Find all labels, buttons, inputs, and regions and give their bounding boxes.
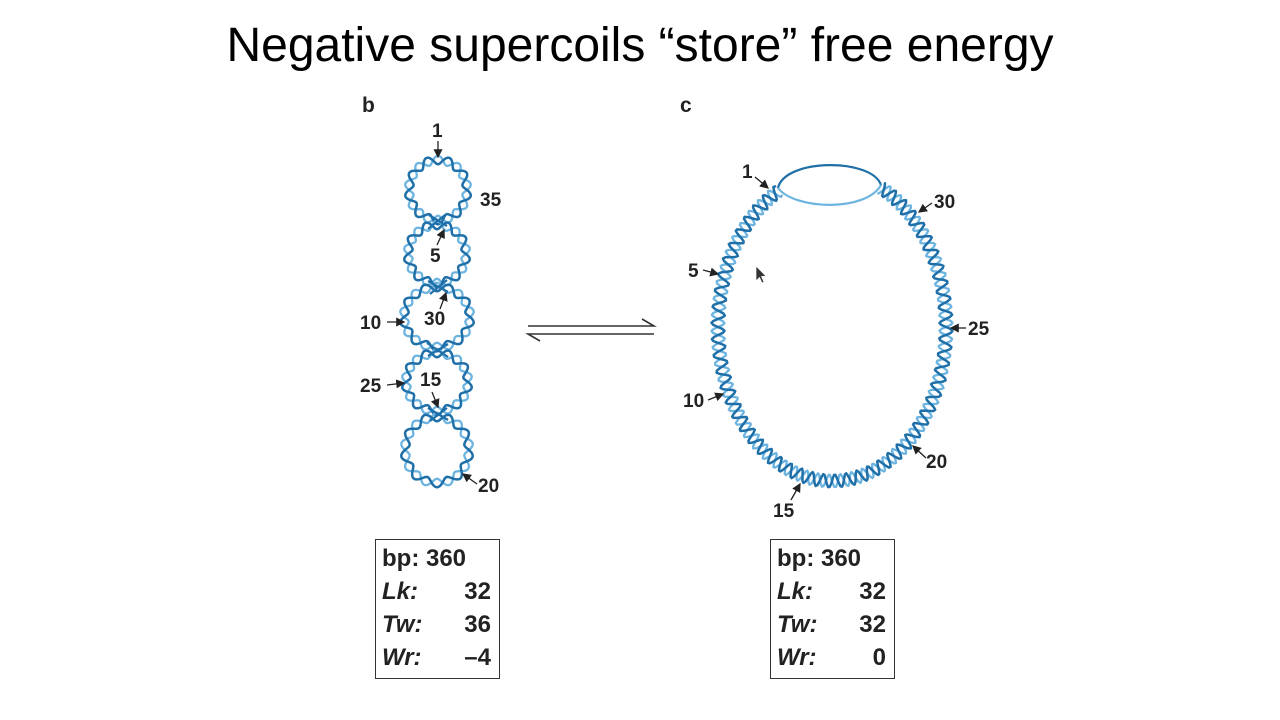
arrow-b-20 xyxy=(461,473,478,485)
lk-key: Lk: xyxy=(777,578,813,605)
label-b-15: 15 xyxy=(420,370,442,391)
arrow-c-15 xyxy=(790,482,801,501)
label-c-1: 1 xyxy=(742,162,753,183)
relaxed-dna-helix xyxy=(710,182,954,489)
label-c-25: 25 xyxy=(968,319,990,340)
tw-key: Tw: xyxy=(382,611,423,638)
label-c-30: 30 xyxy=(934,192,955,213)
label-c-10: 10 xyxy=(683,391,704,412)
stats-box-b: bp: 360 Lk: 32 Tw: 36 Wr: –4 xyxy=(375,539,500,679)
lk-value: 32 xyxy=(464,578,491,605)
wr-key: Wr: xyxy=(382,644,422,671)
arrow-c-10 xyxy=(707,392,725,402)
equilibrium-arrows-icon xyxy=(525,318,657,342)
arrow-b-30 xyxy=(439,291,448,310)
label-b-30: 30 xyxy=(424,309,445,330)
label-c-15: 15 xyxy=(773,501,795,522)
unwound-bubble xyxy=(776,164,883,206)
label-c-5: 5 xyxy=(688,261,699,282)
panel-c-letter: c xyxy=(680,94,692,117)
arrow-c-20 xyxy=(912,445,927,459)
label-c-20: 20 xyxy=(926,452,947,473)
panel-c: c 1 30 5 25 10 20 15 xyxy=(680,94,990,522)
arrow-b-25 xyxy=(386,379,406,389)
label-b-10: 10 xyxy=(360,313,381,334)
panel-b-letter: b xyxy=(362,94,375,117)
tw-key: Tw: xyxy=(777,611,818,638)
label-b-5: 5 xyxy=(430,246,441,267)
arrow-c-30 xyxy=(917,202,933,213)
slide-title: Negative supercoils “store” free energy xyxy=(226,19,1054,72)
wr-key: Wr: xyxy=(777,644,817,671)
label-b-20: 20 xyxy=(478,476,499,497)
arrow-b-5 xyxy=(436,228,445,246)
lk-value: 32 xyxy=(859,578,886,605)
arrow-c-1 xyxy=(754,176,769,189)
bp-value: bp: 360 xyxy=(777,545,862,572)
wr-value: –4 xyxy=(464,644,491,671)
panel-b: b 1 35 5 10 30 25 15 20 xyxy=(360,94,502,497)
stats-box-c: bp: 360 Lk: 32 Tw: 32 Wr: 0 xyxy=(770,539,895,679)
lk-key: Lk: xyxy=(382,578,418,605)
label-b-1: 1 xyxy=(432,121,443,142)
bp-value: bp: 360 xyxy=(382,545,467,572)
arrow-b-15 xyxy=(430,391,440,409)
label-b-25: 25 xyxy=(360,376,382,397)
tw-value: 32 xyxy=(859,611,886,638)
mouse-pointer-icon xyxy=(755,265,767,284)
arrow-c-5 xyxy=(702,267,720,277)
tw-value: 36 xyxy=(464,611,491,638)
supercoiled-dna-helix xyxy=(399,154,475,489)
label-b-35: 35 xyxy=(480,190,502,211)
wr-value: 0 xyxy=(872,644,886,671)
